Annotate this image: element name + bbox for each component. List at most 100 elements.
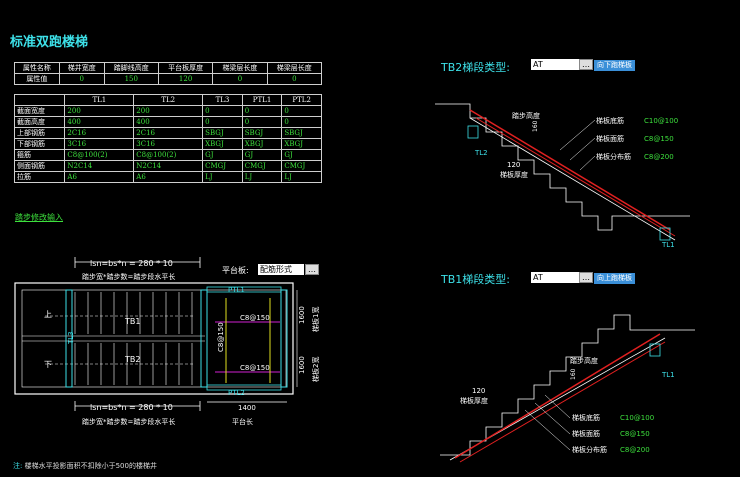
row-label: 截面高度 [13,116,66,128]
table-cell: 梯梁层长度 [212,62,268,74]
editable-cell[interactable]: C8@100(2) [133,149,204,161]
tb1-section-drawing: TL1 踏步高度 160 120 梯板厚度 梯板底筋 C10@100 梯板面筋 … [440,314,695,463]
editable-cell[interactable]: 0 [202,105,243,117]
editable-cell[interactable]: SBGJ [202,127,243,139]
platform-length: 1400 [238,404,256,412]
row-label: 下部钢筋 [13,138,66,150]
editable-cell[interactable]: GJ [281,149,322,161]
tb2-label: TB2 [124,355,140,364]
tb1-up-run-button[interactable]: 向上跑梯板 [594,273,635,284]
tb1-type-select[interactable]: AT [531,272,579,283]
editable-cell[interactable]: 400 [64,116,135,128]
editable-cell[interactable]: 0 [212,73,268,85]
editable-cell[interactable]: 3C16 [133,138,204,150]
editable-cell[interactable]: A6 [64,171,135,183]
editable-cell[interactable]: LJ [241,171,283,183]
up-label: 上 [44,310,52,319]
editable-cell[interactable]: SBGJ [281,127,322,139]
editable-cell[interactable]: 200 [64,105,135,117]
formula-bottom: lsn=bs*n = 280 * 10 [90,403,173,412]
tb1-more-button[interactable]: … [579,272,593,283]
ptl1-label: PTL1 [228,286,245,294]
rebar-bottom: C8@150 [240,364,270,372]
row-label: 侧面钢筋 [13,160,66,172]
tb2-tl2-label: TL2 [474,149,488,157]
tb2-tl1-label: TL1 [661,241,675,249]
width-2-label: 梯板2宽 [311,357,320,382]
editable-cell[interactable]: 0 [241,105,283,117]
tb1-thickness-value: 120 [472,387,485,395]
width-1-label: 梯板1宽 [311,307,320,332]
tb2-more-button[interactable]: … [579,59,593,70]
table-row: 侧面钢筋 N2C14 N2C14 CMGJ CMGJ CMGJ [13,160,322,172]
tb1-top-rebar: 梯板面筋 [572,429,600,438]
editable-cell[interactable]: LJ [281,171,322,183]
platform-label: 平台板: [222,265,249,275]
formula-bottom-sub: 踏步宽*踏步数=踏步段水平长 [82,417,175,426]
editable-cell[interactable]: 0 [202,116,243,128]
tb2-top-rebar-value: C8@150 [644,135,674,143]
editable-cell[interactable]: 0 [281,116,322,128]
editable-cell[interactable]: A6 [133,171,204,183]
table-cell: 踏脚线高度 [103,62,159,74]
editable-cell[interactable]: 2C16 [133,127,204,139]
editable-cell[interactable]: LJ [202,171,243,183]
editable-cell[interactable]: N2C14 [133,160,204,172]
editable-cell[interactable]: XBGJ [281,138,322,150]
tb2-type-select[interactable]: AT [531,59,579,70]
editable-cell[interactable]: CMGJ [281,160,322,172]
tb1-thickness-label: 梯板厚度 [460,396,488,405]
editable-cell[interactable]: 2C16 [64,127,135,139]
tb2-bottom-rebar-value: C10@100 [644,117,678,125]
editable-cell[interactable]: 0 [266,73,323,85]
editable-cell[interactable]: 120 [157,73,214,85]
editable-cell[interactable]: 400 [133,116,204,128]
editable-cell[interactable]: 0 [281,105,322,117]
table-cell [13,94,66,106]
editable-cell[interactable]: 150 [103,73,159,85]
tb1-bottom-rebar: 梯板底筋 [572,413,600,422]
footnote-number: 500 [115,462,129,470]
row-label: 拉筋 [13,171,66,183]
editable-cell[interactable]: GJ [202,149,243,161]
tb1-dist-rebar: 梯板分布筋 [572,445,607,454]
table-row: 箍筋 C8@100(2) C8@100(2) GJ GJ GJ [13,149,322,161]
table-row: 属性名称 梯井宽度 踏脚线高度 平台板厚度 梯梁层长度 梯梁层长度 [14,62,323,74]
table-row: 属性值 0 150 120 0 0 [14,73,323,85]
tb2-down-run-button[interactable]: 向下跑梯板 [594,60,635,71]
editable-cell[interactable]: 0 [241,116,283,128]
editable-cell[interactable]: XBGJ [202,138,243,150]
stair-plan-drawing: lsn=bs*n = 280 * 10 踏步宽*踏步数=踏步段水平长 平台板: … [14,257,320,426]
table-header-cell: TL2 [133,94,204,106]
tb2-dist-rebar: 梯板分布筋 [596,152,631,161]
tb2-top-rebar: 梯板面筋 [596,134,624,143]
editable-cell[interactable]: N2C14 [64,160,135,172]
row-label: 上部钢筋 [13,127,66,139]
table-row: 截面宽度 200 200 0 0 0 [13,105,322,117]
tb1-top-rebar-value: C8@150 [620,430,650,438]
editable-cell[interactable]: CMGJ [202,160,243,172]
editable-cell[interactable]: 3C16 [64,138,135,150]
tb2-bottom-rebar: 梯板底筋 [596,116,624,125]
step-edit-link[interactable]: 踏步修改输入 [15,213,63,222]
editable-cell[interactable]: SBGJ [241,127,283,139]
editable-cell[interactable]: C8@100(2) [64,149,135,161]
table-header-cell: TL3 [202,94,243,106]
platform-rebar-select[interactable]: 配筋形式 [258,264,304,275]
table-header-cell: TL1 [64,94,135,106]
table-cell: 平台板厚度 [157,62,214,74]
tb2-thickness-label: 梯板厚度 [500,170,528,179]
editable-cell[interactable]: GJ [241,149,283,161]
tb1-dist-rebar-value: C8@200 [620,446,650,454]
editable-cell[interactable]: CMGJ [241,160,283,172]
editable-cell[interactable]: XBGJ [241,138,283,150]
platform-more-button[interactable]: … [305,264,319,275]
footnote-prefix: 注: [13,462,23,470]
attribute-table: 属性名称 梯井宽度 踏脚线高度 平台板厚度 梯梁层长度 梯梁层长度 属性值 0 … [14,62,323,85]
tb2-dist-rebar-value: C8@200 [644,153,674,161]
table-cell: 属性值 [14,73,60,85]
table-row: 截面高度 400 400 0 0 0 [13,116,322,128]
tb1-type-label: TB1梯段类型: [441,273,510,286]
editable-cell[interactable]: 200 [133,105,204,117]
editable-cell[interactable]: 0 [58,73,105,85]
